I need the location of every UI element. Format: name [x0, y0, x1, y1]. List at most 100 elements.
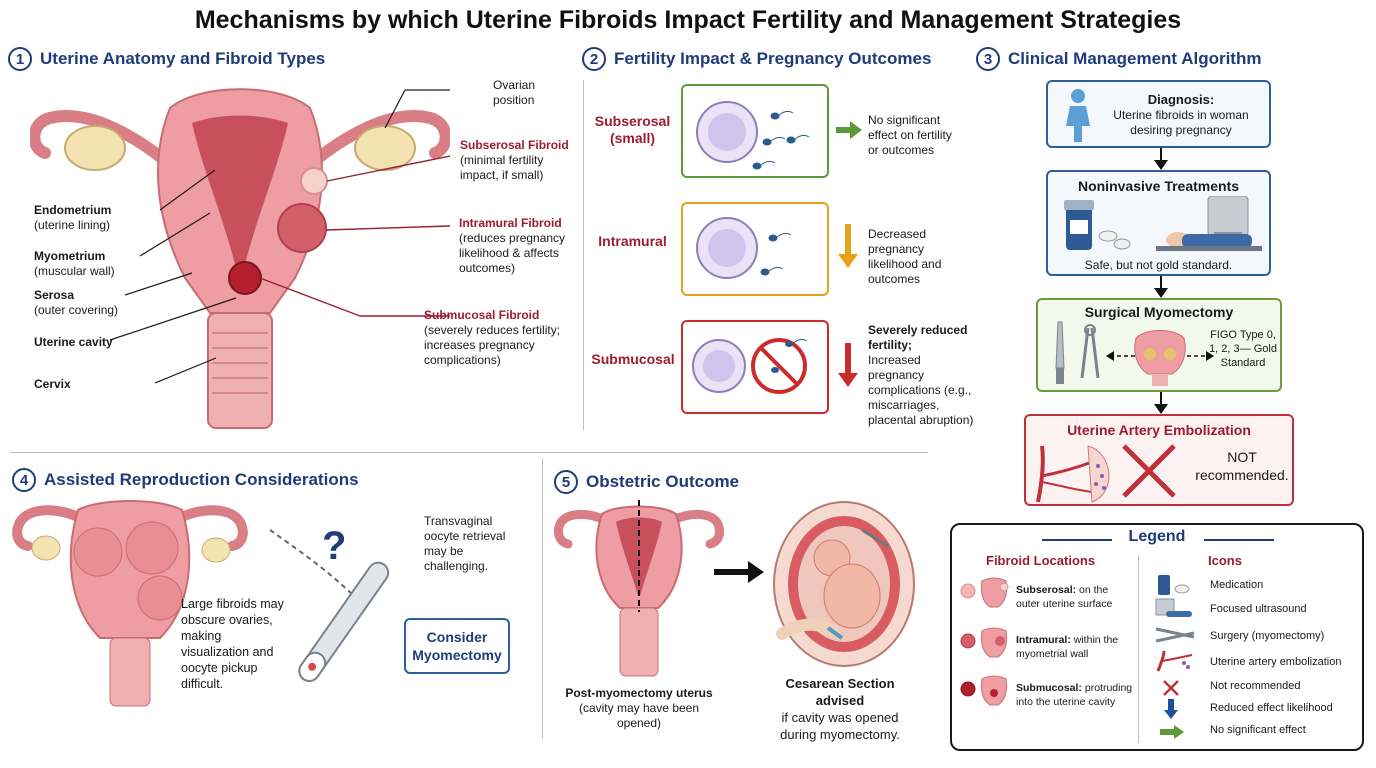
section-number: 3	[976, 47, 1000, 71]
section-1-header: 1 Uterine Anatomy and Fibroid Types	[8, 47, 325, 71]
section-number: 4	[12, 468, 36, 492]
oocyte-retrieval-note: Transvaginal oocyte retrieval may be cha…	[424, 514, 506, 573]
submucosal-fibroid	[228, 261, 262, 295]
subserosal-uterus-icon	[981, 577, 1009, 608]
cross-icon	[1122, 444, 1176, 498]
submucosal-fibroid-label: Submucosal Fibroid(severely reduces fert…	[424, 308, 561, 367]
endometrium-label: Endometrium(uterine lining)	[34, 203, 112, 232]
surgery-icon	[1055, 321, 1100, 384]
intramural-fibroid-label: Intramural Fibroid(reduces pregnancy lik…	[459, 216, 566, 275]
fertility-effect-intramural: Decreased pregnancy likelihood and outco…	[868, 227, 942, 286]
ultrasound-icon	[1155, 598, 1192, 617]
noninvasive-title: Noninvasive Treatments	[1077, 178, 1240, 194]
fertility-row-label-intramural: Intramural	[598, 233, 667, 249]
fertility-panel-intramural	[681, 202, 829, 296]
medication-icon	[1064, 200, 1131, 250]
fertility-panel-subserosal	[681, 84, 829, 178]
post-myomectomy-caption: Post-myomectomy uterus(cavity may have b…	[565, 686, 713, 730]
uterus-anatomy-illustration	[30, 88, 450, 429]
section-title: Assisted Reproduction Considerations	[44, 470, 359, 489]
submucosal-uterus-icon	[981, 675, 1007, 706]
egg-sperm-icon	[696, 217, 792, 279]
right-arrow-icon	[1160, 725, 1184, 739]
section-title: Clinical Management Algorithm	[1008, 49, 1262, 68]
egg-sperm-icon	[696, 101, 810, 170]
surgery-icon	[1155, 627, 1195, 643]
section-number: 2	[582, 47, 606, 71]
section-title: Fertility Impact & Pregnancy Outcomes	[614, 49, 932, 68]
legend-icon-label: Not recommended	[1210, 680, 1301, 692]
legend-rule-left	[1042, 539, 1112, 541]
ovary-obscure-note: Large fibroids may obscure ovaries, maki…	[181, 597, 284, 691]
surgical-desc: FIGO Type 0, 1, 2, 3— Gold Standard	[1209, 329, 1277, 369]
legend-rule-right	[1204, 539, 1274, 541]
uterine-cavity-label: Uterine cavity	[34, 335, 113, 349]
section-title: Uterine Anatomy and Fibroid Types	[40, 49, 326, 68]
down-arrow-icon	[1164, 699, 1178, 719]
fertility-effect-submucosal: Severely reduced fertility;Increased pre…	[868, 323, 974, 427]
legend-icon-label: No significant effect	[1210, 724, 1306, 736]
fertility-row-label-subserosal: Subserosal (small)	[594, 113, 671, 146]
down-arrow-icon	[838, 224, 858, 268]
section-5-header: 5 Obstetric Outcome	[554, 470, 739, 494]
legend-icons-title: Icons	[1208, 553, 1242, 568]
fertility-row-label-submucosal: Submucosal	[591, 351, 675, 367]
embolization-icon	[1036, 445, 1110, 503]
consider-myomectomy-label: Consider Myomectomy	[412, 629, 502, 663]
section-number: 5	[554, 470, 578, 494]
diagnosis-text: Diagnosis:Uterine fibroids in woman desi…	[1113, 92, 1249, 137]
legend-box: Legend Fibroid Locations Subserosal: on …	[950, 523, 1364, 751]
divider-horizontal	[10, 452, 928, 453]
surgical-myomectomy-box: Surgical Myomectomy FIGO Type 0, 1, 2, 3…	[1036, 298, 1282, 392]
noninvasive-desc: Safe, but not gold standard.	[1084, 258, 1233, 272]
woman-icon	[1066, 89, 1090, 142]
section-number: 1	[8, 47, 32, 71]
legend-title: Legend	[1128, 528, 1186, 545]
diagnosis-box: Diagnosis:Uterine fibroids in woman desi…	[1046, 80, 1271, 148]
intramural-dot-icon	[960, 633, 976, 649]
cesarean-section-illustration	[773, 501, 915, 667]
flow-arrow	[1154, 276, 1168, 298]
cross-icon	[1163, 680, 1179, 696]
uterus-large-fibroids-illustration	[12, 500, 248, 707]
legend-icon-label: Surgery (myomectomy)	[1210, 630, 1325, 642]
cervix-shape	[207, 312, 273, 429]
down-arrow-icon	[838, 343, 858, 387]
oocyte-retrieval-needle-illustration	[269, 529, 390, 682]
legend-submucosal: Submucosal: protruding into the uterine …	[1016, 682, 1133, 708]
intramural-fibroid	[277, 203, 327, 253]
legend-intramural: Intramural: within the myometrial wall	[1016, 634, 1119, 660]
medication-icon	[1158, 575, 1190, 595]
section-2-header: 2 Fertility Impact & Pregnancy Outcomes	[582, 47, 931, 71]
legend-subserosal: Subserosal: on the outer uterine surface	[1016, 584, 1113, 610]
myometrium-label: Myometrium(muscular wall)	[34, 249, 115, 278]
left-ovary	[64, 125, 126, 171]
surgical-title: Surgical Myomectomy	[1084, 304, 1234, 320]
flow-arrow	[1154, 148, 1168, 170]
legend-icon-label: Focused ultrasound	[1210, 603, 1307, 615]
fertility-panel-submucosal	[681, 320, 829, 414]
page-title: Mechanisms by which Uterine Fibroids Imp…	[194, 6, 1182, 34]
post-myomectomy-uterus-illustration	[554, 500, 724, 677]
legend-icon-label: Reduced effect likelihood	[1210, 702, 1333, 714]
section-title: Obstetric Outcome	[586, 472, 740, 491]
divider-1-2	[583, 80, 584, 430]
right-arrow-icon	[836, 121, 862, 139]
question-mark: ?	[322, 524, 347, 568]
uterine-artery-embolization-box: Uterine Artery Embolization NOT recommen…	[1024, 414, 1294, 506]
right-ovary	[354, 125, 416, 171]
subserosal-dot-icon	[960, 583, 976, 599]
ovarian-position-label: Ovarian position	[493, 78, 536, 107]
uterus-double-arrow-icon	[1106, 330, 1214, 386]
subserosal-fibroid-label: Subserosal Fibroid(minimal fertility imp…	[460, 138, 569, 182]
fertility-effect-subserosal: No significant effect on fertility or ou…	[868, 113, 952, 157]
egg-blocked-icon	[692, 338, 808, 394]
cervix-label: Cervix	[34, 377, 71, 391]
section-3-header: 3 Clinical Management Algorithm	[976, 47, 1261, 71]
serosa-label: Serosa(outer covering)	[34, 288, 119, 317]
consider-myomectomy-button[interactable]: Consider Myomectomy	[404, 618, 510, 674]
intramural-uterus-icon	[981, 627, 1007, 658]
uae-desc: NOT recommended.	[1195, 449, 1289, 483]
subserosal-fibroid	[300, 167, 328, 195]
embolization-icon	[1156, 650, 1193, 672]
